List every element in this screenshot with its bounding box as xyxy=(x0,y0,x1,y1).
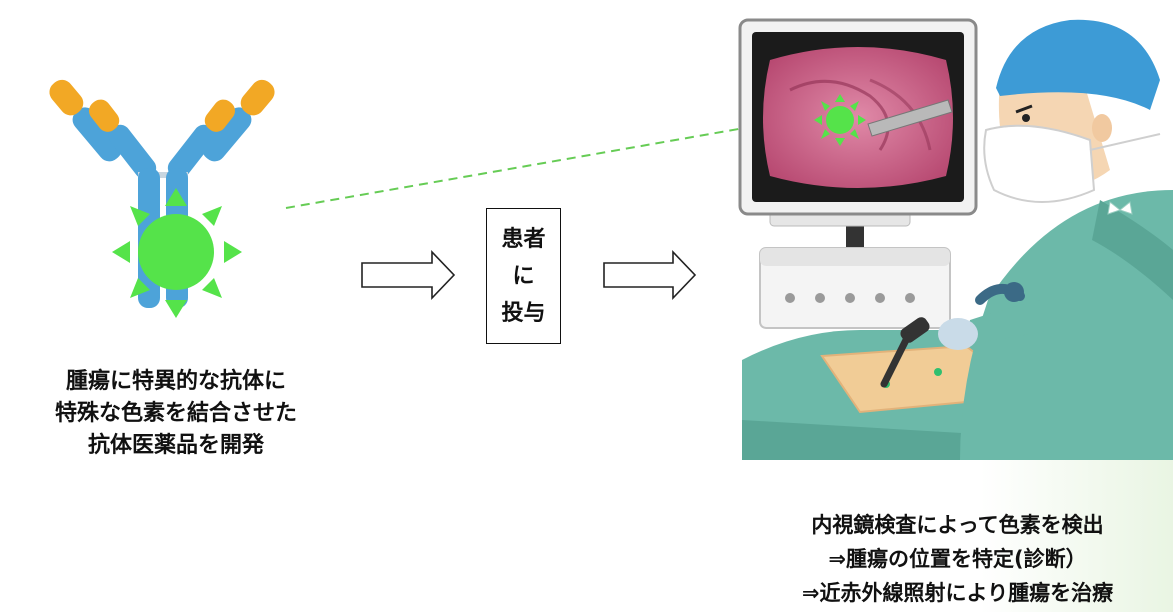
dye-glow-icon xyxy=(112,188,242,318)
patient-box-line: に xyxy=(512,263,535,289)
right-caption: 内視鏡検査によって色素を検出 ⇒腫瘍の位置を特定(診断） ⇒近赤外線照射により腫… xyxy=(742,508,1173,610)
endoscopy-surgeon-illustration xyxy=(738,18,1173,612)
left-caption: 腫瘍に特異的な抗体に 特殊な色素を結合させた 抗体医薬品を開発 xyxy=(0,366,352,462)
dashed-link-line xyxy=(285,119,791,209)
right-caption-line: ⇒近赤外線照射により腫瘍を治療 xyxy=(801,581,1114,605)
right-arrow-icon xyxy=(603,250,697,300)
left-caption-line: 抗体医薬品を開発 xyxy=(87,433,264,458)
right-caption-line: 内視鏡検査によって色素を検出 xyxy=(811,513,1104,537)
patient-administration-box: 患者 に 投与 xyxy=(486,208,561,344)
patient-box-line: 患者 xyxy=(501,226,546,252)
patient-box-line: 投与 xyxy=(501,300,546,326)
left-caption-line: 特殊な色素を結合させた xyxy=(54,401,297,426)
left-caption-line: 腫瘍に特異的な抗体に xyxy=(65,369,286,394)
right-arrow-icon xyxy=(361,250,456,300)
right-caption-line: ⇒腫瘍の位置を特定(診断） xyxy=(828,547,1087,571)
monitor-icon xyxy=(738,18,978,216)
